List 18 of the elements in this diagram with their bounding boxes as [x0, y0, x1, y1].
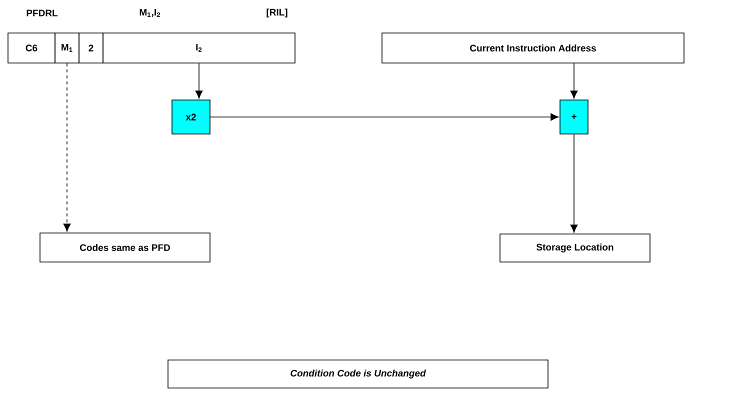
arrow — [570, 134, 578, 233]
note-box: Condition Code is Unchanged — [168, 360, 548, 388]
field-cell: I$_{2}$ — [102, 32, 296, 64]
field-cell: C6 — [8, 32, 56, 64]
field-cell: 2 — [78, 32, 104, 64]
field-label: [RIL] — [266, 8, 288, 18]
field-label: M$_{1}$,I$_{2}$ — [140, 8, 160, 18]
operation-box: x2 — [172, 100, 210, 134]
arrow — [570, 63, 578, 99]
arrow — [210, 113, 559, 121]
field-label: PFDRL — [26, 10, 58, 16]
process-box: Storage Location — [500, 234, 650, 262]
process-box: Codes same as PFD — [40, 232, 210, 262]
field-cell: M$_{1}$ — [54, 32, 80, 64]
process-box: Current Instruction Address — [382, 32, 684, 64]
arrow — [63, 63, 71, 232]
arrow — [195, 63, 203, 99]
operation-box: + — [560, 100, 588, 134]
